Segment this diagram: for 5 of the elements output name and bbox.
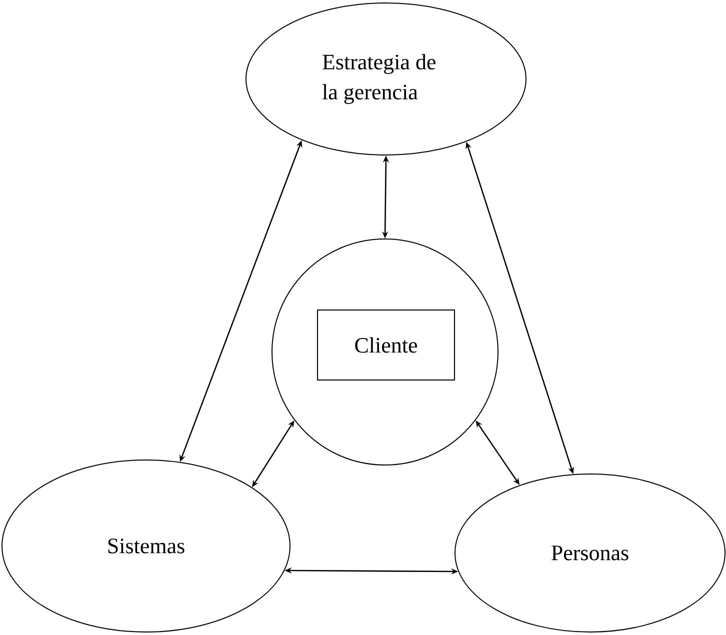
circle-node — [272, 238, 498, 466]
text-box: Cliente — [317, 310, 455, 380]
ellipse-node: Estrategia de la gerencia — [246, 2, 526, 156]
ellipse-node: Personas — [454, 474, 726, 632]
ellipse-node: Sistemas — [2, 460, 290, 632]
